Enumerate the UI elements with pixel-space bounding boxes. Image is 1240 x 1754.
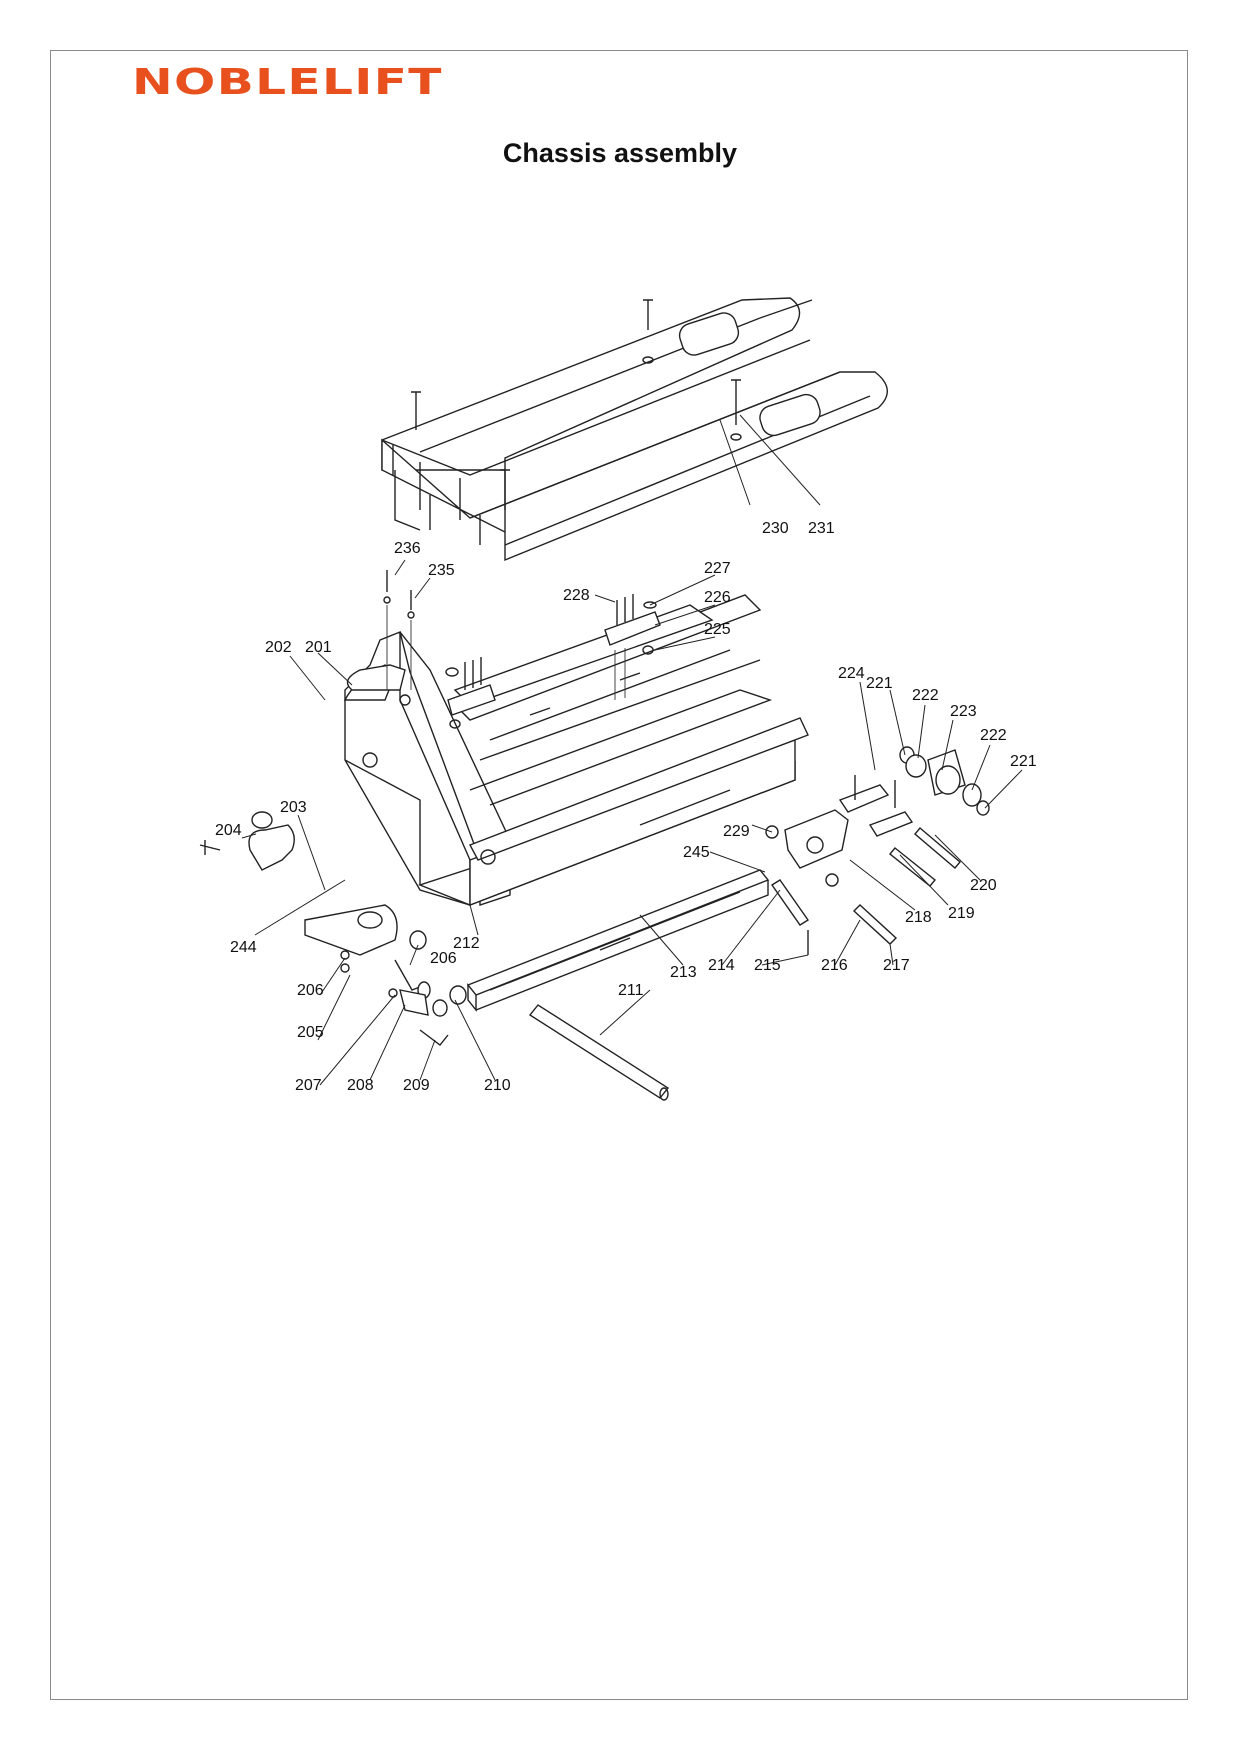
part-label: 207 (295, 1077, 322, 1094)
shaft (528, 1004, 670, 1101)
part-label: 224 (838, 665, 865, 682)
part-label: 226 (704, 589, 731, 606)
part-label: 223 (950, 703, 977, 720)
part-label: 216 (821, 957, 848, 974)
part-label: 201 (305, 639, 332, 656)
part-label: 210 (484, 1077, 511, 1094)
leader-lines (241, 414, 1023, 1086)
part-label: 205 (297, 1024, 324, 1041)
part-label: 215 (754, 957, 781, 974)
chassis-body (343, 594, 809, 907)
part-label: 235 (428, 562, 455, 579)
part-label: 244 (230, 939, 257, 956)
part-label: 212 (453, 935, 480, 952)
fork-frame (381, 297, 888, 562)
part-label: 203 (280, 799, 307, 816)
part-label: 221 (1010, 753, 1037, 770)
part-label: 211 (618, 982, 644, 999)
part-label: 218 (905, 909, 932, 926)
part-label: 220 (970, 877, 997, 894)
part-label: 206 (297, 982, 324, 999)
page-frame (50, 50, 1188, 1700)
part-label: 222 (912, 687, 939, 704)
part-label: 214 (708, 957, 735, 974)
part-labels: 230 231 236 235 227 226 228 225 202 201 … (215, 520, 1037, 1094)
right-linkage (765, 746, 990, 955)
part-label: 228 (563, 587, 590, 604)
push-rod (466, 869, 770, 1012)
part-label: 222 (980, 727, 1007, 744)
part-label: 225 (704, 621, 731, 638)
part-label: 230 (762, 520, 789, 537)
left-linkage (199, 811, 467, 1046)
part-label: 227 (704, 560, 731, 577)
part-label: 208 (347, 1077, 374, 1094)
part-label: 219 (948, 905, 975, 922)
part-label: 209 (403, 1077, 430, 1094)
part-label: 217 (883, 957, 910, 974)
part-label: 206 (430, 950, 457, 967)
page-title: Chassis assembly (502, 138, 738, 168)
part-label: 229 (723, 823, 750, 840)
top-small-parts (383, 570, 661, 729)
noblelift-logo: NOBLELIFT (132, 62, 443, 103)
part-label: 202 (265, 639, 292, 656)
part-label: 231 (808, 520, 835, 537)
part-label: 245 (683, 844, 710, 861)
part-label: 236 (394, 540, 421, 557)
part-label: 204 (215, 822, 242, 839)
part-label: 221 (866, 675, 893, 692)
part-label: 213 (670, 964, 697, 981)
